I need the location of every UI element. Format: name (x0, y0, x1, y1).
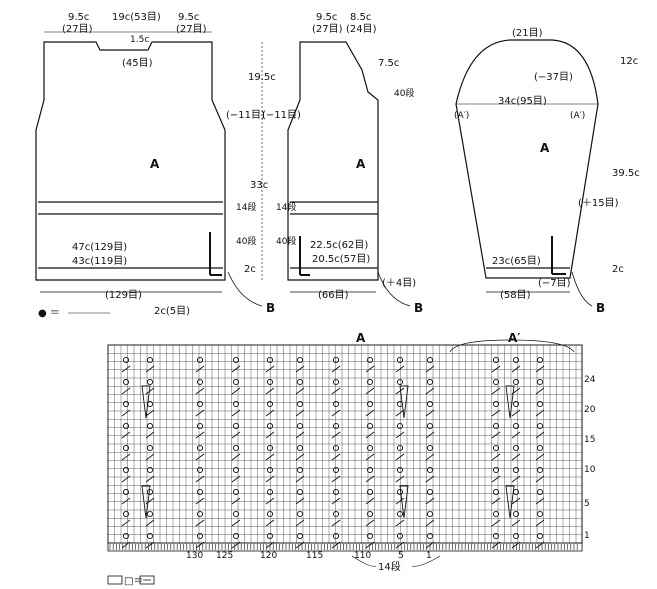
front-top-right: 9.5c (178, 12, 199, 23)
back-side-dec: (−11目) (262, 110, 301, 121)
legend-box: □＝ (124, 576, 143, 587)
sleeve-cap-dec: (−37目) (534, 72, 573, 83)
front-top-left-st: (27目) (62, 24, 93, 35)
col-num-125: 125 (216, 551, 233, 561)
back-inc: (＋4目) (382, 278, 416, 289)
sleeve-cuff: 23c(65目) (492, 256, 541, 267)
back-hip: 20.5c(57目) (312, 254, 370, 265)
col-num-130: 130 (186, 551, 203, 561)
front-top-right-st: (27目) (176, 24, 207, 35)
sleeve-piece (455, 39, 599, 279)
front-bust: 47c(129目) (72, 242, 127, 253)
back-top-right-st: (24目) (346, 24, 377, 35)
sleeve-length: 39.5c (612, 168, 640, 179)
sleeve-inc: (＋15目) (578, 198, 619, 209)
front-top-mid: 19c(53目) (112, 12, 161, 23)
sleeve-top-st: (21目) (512, 28, 543, 39)
front-top-left: 9.5c (68, 12, 89, 23)
row-num-24: 24 (584, 375, 596, 385)
sleeve-width: 34c(95目) (498, 96, 547, 107)
chart-label-a: A (356, 331, 366, 345)
front-band14: 14段 (236, 201, 256, 213)
back-bust: 22.5c(62目) (310, 240, 368, 251)
col-num-115: 115 (306, 551, 323, 561)
front-label-a: A (150, 157, 160, 171)
front-band40: 40段 (236, 235, 256, 247)
back-band40: 40段 (276, 235, 296, 247)
front-neck-st: (45目) (122, 58, 153, 69)
sleeve-label-a: A (540, 141, 550, 155)
back-top-left: 9.5c (316, 12, 337, 23)
chart-label-aprime: A′ (508, 331, 520, 345)
col-num-1: 1 (426, 551, 432, 561)
row-num-15: 15 (584, 435, 595, 445)
sleeve-aprime-r: (A′) (570, 111, 585, 121)
sleeve-label-b: B (596, 301, 605, 315)
back-piece (287, 41, 379, 281)
back-label-a: A (356, 157, 366, 171)
col-num-120: 120 (260, 551, 277, 561)
back-neck-rows: 40段 (394, 87, 414, 99)
back-band14: 14段 (276, 201, 296, 213)
sleeve-cuff-h: 2c (612, 264, 624, 275)
back-neck-depth: 7.5c (378, 58, 399, 69)
row-num-5: 5 (584, 499, 590, 509)
legend-dot: ● ＝ (38, 308, 60, 319)
sleeve-bottom-st: (58目) (500, 290, 531, 301)
sleeve-cap-h: 12c (620, 56, 638, 67)
back-top-right: 8.5c (350, 12, 371, 23)
back-top-left-st: (27目) (312, 24, 343, 35)
row-num-1: 1 (584, 531, 590, 541)
sleeve-aprime-l: (A′) (454, 111, 469, 121)
front-neck-depth: 1.5c (130, 35, 149, 45)
front-body-h: 33c (250, 180, 268, 191)
front-armhole-h: 19.5c (248, 72, 276, 83)
back-label-b: B (414, 301, 423, 315)
front-label-b: B (266, 301, 275, 315)
sleeve-dec: (−7目) (538, 278, 571, 289)
legend-rib: 2c(5目) (154, 306, 190, 317)
front-side-dec: (−11目) (226, 110, 265, 121)
stitch-chart (107, 344, 583, 552)
back-bottom-st: (66目) (318, 290, 349, 301)
chart-rows-label: 14段 (378, 560, 401, 573)
front-hip: 43c(119目) (72, 256, 127, 267)
row-num-10: 10 (584, 465, 596, 475)
col-num-110: 110 (354, 551, 371, 561)
front-rib-h: 2c (244, 264, 256, 275)
front-piece (35, 31, 263, 281)
front-bottom-st: (129目) (105, 290, 142, 301)
row-num-20: 20 (584, 405, 596, 415)
col-num-5: 5 (398, 551, 404, 561)
